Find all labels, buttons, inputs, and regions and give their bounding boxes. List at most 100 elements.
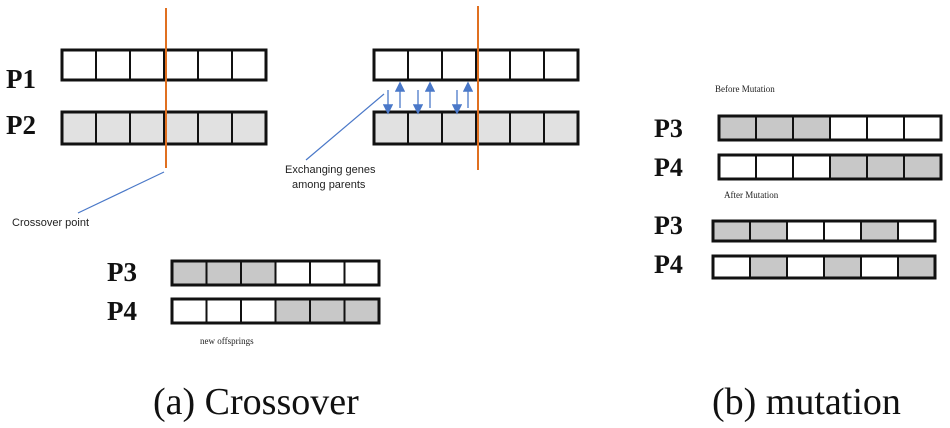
gene-cell (829, 115, 868, 141)
gene-cell (407, 111, 443, 145)
chromosome-offspring-p4 (170, 297, 381, 325)
chromosome-before-p4 (717, 153, 943, 181)
gene-cell (712, 220, 751, 242)
gene-cell (309, 298, 346, 324)
gene-cell (163, 49, 199, 81)
crossover-panel: P1 P2 Crossover point Exchanging genes a… (6, 6, 580, 423)
gene-cell (373, 49, 409, 81)
after-label-p3: P3 (654, 211, 683, 240)
gene-cell (718, 154, 757, 180)
gene-cell (129, 49, 165, 81)
before-label-p4: P4 (654, 153, 683, 182)
gene-cell (163, 111, 199, 145)
chromosome-p1-exchange (372, 48, 580, 82)
gene-cell (240, 298, 277, 324)
gene-cell (860, 255, 899, 279)
gene-cell (95, 49, 131, 81)
gene-cell (866, 154, 905, 180)
chromosome-outline (372, 48, 580, 82)
gene-cell (755, 115, 794, 141)
gene-cell (897, 255, 936, 279)
gene-cell (61, 49, 97, 81)
offspring-label-p4: P4 (107, 296, 137, 326)
gene-cell (309, 260, 346, 286)
gene-cell (543, 49, 579, 81)
gene-cell (903, 115, 942, 141)
gene-cell (197, 111, 233, 145)
gene-cell (823, 220, 862, 242)
gene-cell (897, 220, 936, 242)
exchange-pointer (305, 93, 385, 161)
gene-cell (274, 298, 311, 324)
gene-cell (343, 260, 380, 286)
gene-cell (475, 111, 511, 145)
gene-cell (129, 111, 165, 145)
after-label-p4: P4 (654, 250, 683, 279)
gene-cell (475, 49, 511, 81)
parent-label-p2: P2 (6, 110, 36, 140)
gene-cell (823, 255, 862, 279)
gene-cell (274, 260, 311, 286)
gene-cell (749, 220, 788, 242)
crossover-caption: (a) Crossover (153, 381, 359, 423)
gene-cell (792, 154, 831, 180)
gene-cell (171, 298, 208, 324)
gene-cell (860, 220, 899, 242)
chromosome-p2-exchange (372, 110, 580, 146)
gene-cell (171, 260, 208, 286)
chromosome-outline (717, 114, 943, 142)
gene-cell (755, 154, 794, 180)
mutation-caption: (b) mutation (712, 381, 901, 423)
gene-cell (749, 255, 788, 279)
chromosome-outline (170, 259, 381, 287)
chromosome-outline (60, 48, 268, 82)
gene-cell (441, 49, 477, 81)
gene-cell (786, 255, 825, 279)
exchange-label-line2: among parents (292, 179, 366, 191)
crossover-point-pointer (77, 171, 165, 214)
gene-cell (205, 298, 242, 324)
chromosome-outline (60, 110, 268, 146)
chromosome-after-p4 (711, 254, 937, 280)
offspring-label-p3: P3 (107, 257, 137, 287)
gene-cell (866, 115, 905, 141)
before-mutation-title: Before Mutation (715, 84, 775, 94)
chromosome-outline (711, 219, 937, 243)
gene-cell (407, 49, 443, 81)
chromosome-offspring-p3 (170, 259, 381, 287)
chromosome-after-p3 (711, 219, 937, 243)
mutation-panel: Before Mutation P3 P4 After Mutation P3 … (654, 84, 943, 423)
chromosome-outline (711, 254, 937, 280)
gene-cell (343, 298, 380, 324)
chromosome-before-p3 (717, 114, 943, 142)
chromosome-p2-before (60, 110, 268, 146)
gene-cell (197, 49, 233, 81)
chromosome-outline (717, 153, 943, 181)
gene-cell (441, 111, 477, 145)
gene-cell (903, 154, 942, 180)
crossover-point-label: Crossover point (12, 217, 89, 229)
offspring-caption: new offsprings (200, 336, 254, 346)
chromosome-outline (372, 110, 580, 146)
after-mutation-title: After Mutation (724, 190, 779, 200)
gene-cell (712, 255, 751, 279)
gene-cell (786, 220, 825, 242)
gene-cell (240, 260, 277, 286)
gene-cell (829, 154, 868, 180)
exchange-arrows (382, 81, 474, 115)
before-label-p3: P3 (654, 114, 683, 143)
gene-cell (792, 115, 831, 141)
chromosome-outline (170, 297, 381, 325)
gene-cell (231, 49, 267, 81)
parent-label-p1: P1 (6, 64, 36, 94)
gene-cell (509, 111, 545, 145)
exchange-label-line1: Exchanging genes (285, 164, 376, 176)
gene-cell (373, 111, 409, 145)
gene-cell (205, 260, 242, 286)
gene-cell (231, 111, 267, 145)
gene-cell (61, 111, 97, 145)
gene-cell (95, 111, 131, 145)
gene-cell (543, 111, 579, 145)
gene-cell (718, 115, 757, 141)
gene-cell (509, 49, 545, 81)
